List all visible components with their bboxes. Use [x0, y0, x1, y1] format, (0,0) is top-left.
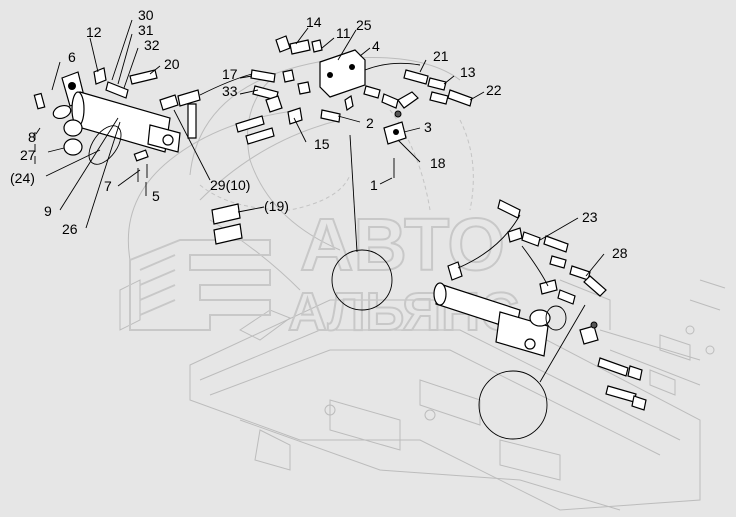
callout-25: 25 [356, 17, 372, 33]
cylinder-assembly-right [211, 199, 647, 411]
callout-22: 22 [486, 82, 502, 98]
callout-6: 6 [68, 49, 76, 65]
leader-lines [35, 19, 605, 277]
callout-14: 14 [306, 14, 322, 30]
callout-31: 31 [138, 22, 154, 38]
detail-circle-upper [331, 249, 393, 311]
valve-block-assembly [199, 35, 473, 178]
callout-28: 28 [612, 245, 628, 261]
callout-11: 11 [336, 25, 351, 41]
callout-8: 8 [28, 129, 36, 145]
callout-18: 18 [430, 155, 446, 171]
callout-24: (24) [10, 170, 35, 186]
chassis-background [119, 57, 726, 511]
detail-circle-lower [478, 370, 548, 440]
watermark-line1: АВТО [300, 203, 505, 286]
callout-17: 17 [222, 66, 238, 82]
callout-30: 30 [138, 7, 154, 23]
callout-32: 32 [144, 37, 160, 53]
callout-7: 7 [104, 178, 112, 194]
callout-27: 27 [20, 147, 36, 163]
callout-21: 21 [433, 48, 449, 64]
callout-26: 26 [62, 221, 78, 237]
callout-2: 2 [366, 115, 374, 131]
cylinder-assembly-left [33, 67, 201, 182]
callout-20: 20 [164, 56, 180, 72]
callout-23: 23 [582, 209, 598, 225]
callout-12: 12 [86, 24, 102, 40]
callout-labels: 12 30 31 32 20 6 14 11 25 4 17 33 21 13 … [10, 7, 628, 261]
watermark-logo-icon [129, 239, 271, 331]
callout-4: 4 [372, 38, 380, 54]
callout-15: 15 [314, 136, 330, 152]
callout-5: 5 [152, 188, 160, 204]
callout-1: 1 [370, 177, 378, 193]
callout-29-10: 29(10) [210, 177, 250, 193]
callout-13: 13 [460, 64, 476, 80]
callout-19: (19) [264, 198, 289, 214]
callout-3: 3 [424, 119, 432, 135]
callout-9: 9 [44, 203, 52, 219]
callout-33: 33 [222, 83, 238, 99]
